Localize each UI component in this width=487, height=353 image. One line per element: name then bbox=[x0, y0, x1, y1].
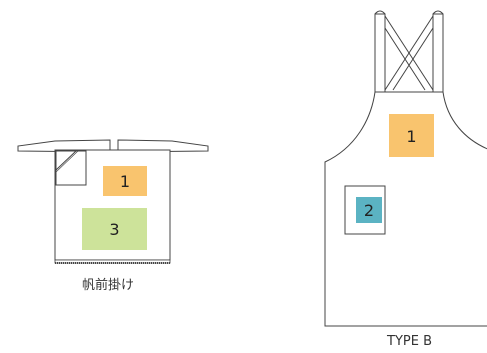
type-b-straps bbox=[374, 10, 444, 93]
type-b-badge-2-label: 2 bbox=[364, 201, 374, 220]
type-b-badge-1 bbox=[389, 114, 434, 157]
waist-apron-caption: 帆前掛け bbox=[82, 278, 135, 293]
waist-apron-fringe bbox=[54, 259, 171, 264]
type-b-body bbox=[324, 91, 487, 327]
waist-badge-3-label: 3 bbox=[109, 220, 119, 239]
type-b-badge-1-label: 1 bbox=[406, 127, 416, 146]
waist-badge-1-label: 1 bbox=[120, 172, 130, 191]
type-b-apron: 1 2 bbox=[324, 10, 487, 327]
waist-badge-1 bbox=[103, 166, 147, 196]
waist-apron: 1 3 bbox=[17, 139, 209, 264]
waist-apron-pocket bbox=[55, 150, 87, 186]
waist-badge-3 bbox=[82, 208, 147, 250]
type-b-badge-2 bbox=[356, 197, 382, 223]
type-b-caption: TYPE B bbox=[387, 334, 432, 349]
